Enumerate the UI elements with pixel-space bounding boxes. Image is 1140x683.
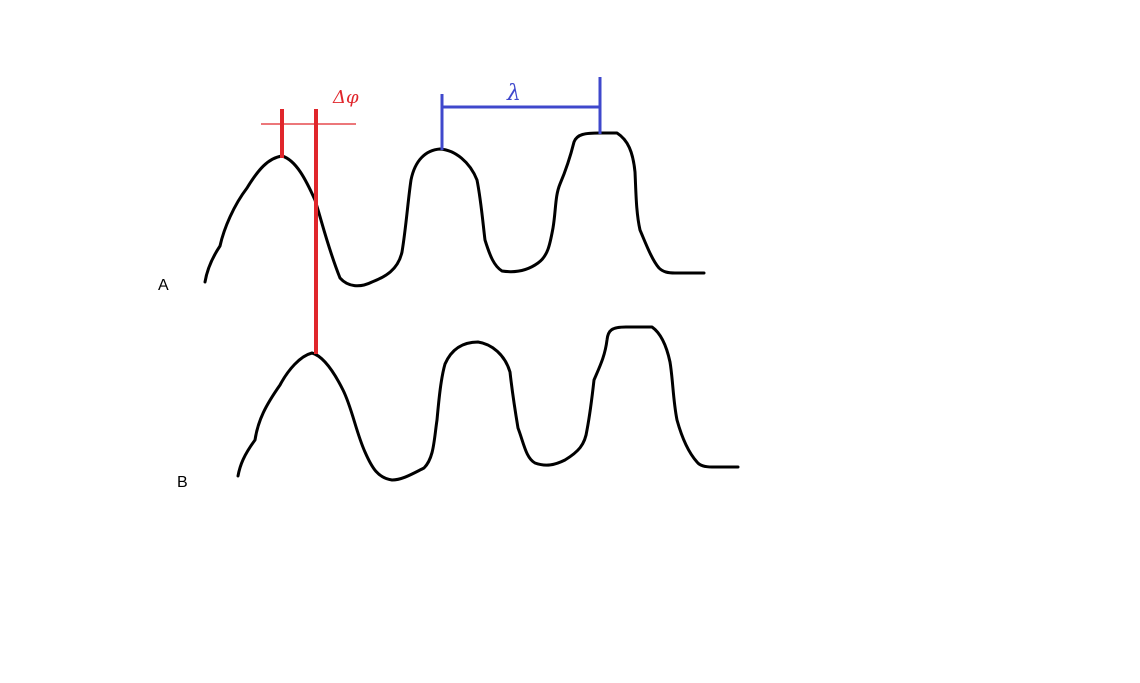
wavelength-label: λ (506, 81, 521, 106)
phase-shift-marker: Δφ (261, 87, 359, 354)
wavelength-marker: λ (440, 77, 602, 150)
wave-b-label: B (177, 474, 188, 491)
wave-a-label: A (158, 277, 169, 294)
wave-b-curve (236, 325, 740, 482)
phase-shift-label: Δφ (332, 87, 359, 108)
wave-a-curve (203, 131, 706, 288)
